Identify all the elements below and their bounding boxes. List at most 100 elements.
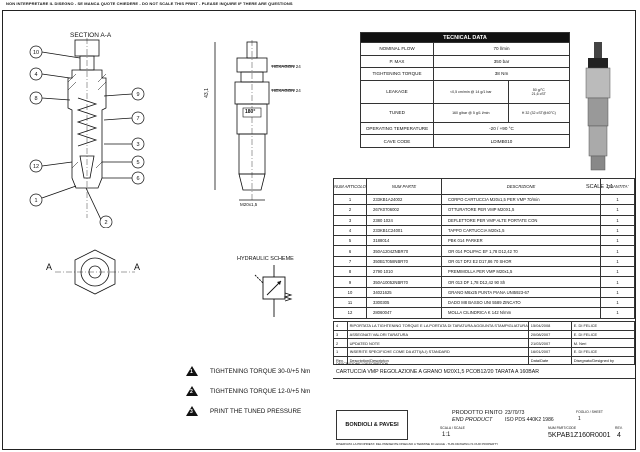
part-code: 350B17058NBR70 <box>366 255 442 268</box>
view-marker-left: A <box>46 262 53 272</box>
col-qty: QUANTITA' <box>600 178 635 195</box>
warning-text: TIGHTENING TORQUE 12-0/+5 Nm <box>210 387 311 395</box>
view-marker-right: A <box>134 262 141 272</box>
part-quantity: 1 <box>600 266 635 278</box>
thread-label: M20x1,5 <box>240 202 258 207</box>
part-description: GRANO M6x25 PUNTA PIANA UNI5923-67 <box>441 286 601 298</box>
svg-text:4: 4 <box>34 72 37 78</box>
tech-value: 38 Nm <box>433 67 570 81</box>
part-code: 267K0706002 <box>366 204 442 216</box>
part-code: 2380 1024 <box>366 214 442 226</box>
part-quantity: 1 <box>600 204 635 216</box>
part-code: 350A1204ZNBR70 <box>366 245 442 257</box>
col-num: NUM ARTICOLO <box>333 178 367 195</box>
part-number: 4 <box>333 224 367 237</box>
part-number: 8 <box>333 266 367 278</box>
tech-value: 70 l/min <box>433 42 570 56</box>
part-number: 3 <box>333 214 367 226</box>
warning-text: PRINT THE TUNED PRESSURE <box>210 407 302 415</box>
svg-text:3: 3 <box>136 142 139 148</box>
part-quantity: 1 <box>600 296 635 309</box>
warning-triangle-icon: 2 <box>186 386 198 396</box>
tech-key: CAVE CODE <box>360 134 434 148</box>
part-description: CORPO CARTUCCIA M20x1,5 PER VMP 70/min <box>441 193 601 206</box>
rev-date: Data/Date <box>527 355 572 366</box>
svg-text:6: 6 <box>136 176 139 182</box>
company-name: BONDIOLI & PAVESI <box>345 422 399 428</box>
rev-number: 1 <box>333 347 348 357</box>
svg-text:10: 10 <box>33 50 39 56</box>
sheet-frame <box>2 10 636 450</box>
svg-text:5: 5 <box>136 160 139 166</box>
hydraulic-label: HYDRAULIC SCHEME <box>237 256 294 262</box>
tech-key: NOMINAL FLOW <box>360 42 434 56</box>
part-quantity: 1 <box>600 224 635 237</box>
part-number: 1 <box>333 193 367 206</box>
torque-mark: 180° <box>245 109 256 115</box>
part-description: OR 014 POLIPAC EF 1,78 D12,42 70 <box>441 245 601 257</box>
sheet-value: 1 <box>578 416 581 422</box>
bottom-view <box>55 249 135 295</box>
part-code: 3300305 <box>366 296 442 309</box>
parts-table: NUM ARTICOLO NUM PARTE DESCRIZIONE QUANT… <box>333 178 635 319</box>
rev-description: Description/Descripton <box>346 355 529 366</box>
part-number: 11 <box>333 296 367 309</box>
part-code: 28060047 <box>366 307 442 319</box>
part-number: 5 <box>333 235 367 247</box>
svg-text:12: 12 <box>33 164 39 170</box>
tech-value: 350 bar <box>433 54 570 69</box>
scale-field-label: SCALA / SCALE <box>440 426 465 430</box>
tech-value-2: H 32 (32 cST@40°C) <box>507 102 571 123</box>
part-number: 9 <box>333 276 367 288</box>
iso-1: 23/70/73 <box>505 410 525 416</box>
rev-designer: E. DI FELICE <box>570 329 636 340</box>
part-quantity: 1 <box>600 245 635 257</box>
part-code: 5KPAB1Z160R0001 <box>548 432 611 439</box>
sheet-label: FOGLIO / SHEET <box>576 410 603 414</box>
external-view <box>214 40 295 201</box>
svg-text:2: 2 <box>104 220 107 226</box>
rev-number: 2 <box>333 338 348 349</box>
rev-date: 21/03/2007 <box>527 338 572 349</box>
product-image <box>585 42 611 171</box>
warning-triangle-icon: 3 <box>186 406 198 416</box>
property-note: RISERVATA LA PROPRIETA' DEL PRESENTE DIS… <box>336 442 499 446</box>
part-code: 233KB1C24001 <box>366 224 442 237</box>
part-description: MOLLA CILINDRICA K 142 N/mm <box>441 307 601 319</box>
tech-value-2: 50 g/°C 21,6 cST <box>507 79 571 104</box>
warning-triangle-icon: 1 <box>186 366 198 376</box>
rev-description: INSERITE SPECIFICHE COME DA ATTI(A-I) ST… <box>346 347 529 357</box>
rev-description: RIPORTATA LA TIGHTENING TORQUE E LA PORT… <box>346 321 529 331</box>
part-code: 2790 1010 <box>366 266 442 278</box>
part-description: OR 013 DF 1,78 D12,42 90 Sh <box>441 276 601 288</box>
tech-key: OPERATING TEMPERATURE <box>360 121 434 136</box>
hydraulic-scheme <box>254 265 293 317</box>
col-desc: DESCRIZIONE <box>441 178 601 195</box>
product-en: END PRODUCT <box>452 417 493 423</box>
rev-designer: Disegnato/Designed by <box>570 355 636 366</box>
svg-text:7: 7 <box>136 116 139 122</box>
tech-value: 160 g/bar @ 5 g/1 l/min <box>433 102 509 123</box>
svg-text:9: 9 <box>136 92 139 98</box>
part-description: PREMIMOLLA PER VMP M20x1,5 <box>441 266 601 278</box>
part-code: 233KB1A24002 <box>366 193 442 206</box>
rev-designer: E. DI FELICE <box>570 321 636 331</box>
rev-date: 20/08/2007 <box>527 329 572 340</box>
part-description: OR 017 DF2 E2 D17,86 70 SHOR <box>441 255 601 268</box>
warning-note-3: 3 PRINT THE TUNED PRESSURE <box>186 406 301 416</box>
part-number: 6 <box>333 245 367 257</box>
tech-key: TUNED <box>360 102 434 123</box>
